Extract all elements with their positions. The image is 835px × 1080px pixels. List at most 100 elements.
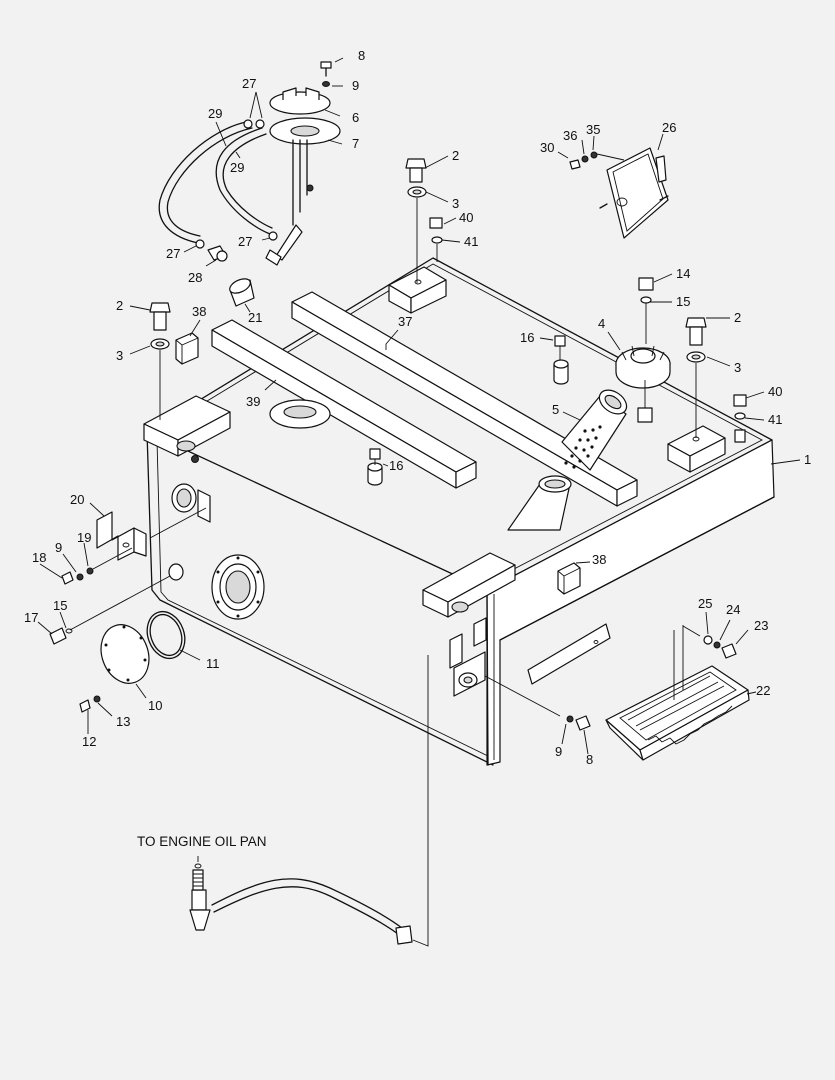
callout-23: 23: [754, 618, 768, 633]
callout-19: 19: [77, 530, 91, 545]
callout-15: 15: [53, 598, 67, 613]
callout-28: 28: [188, 270, 202, 285]
callout-39: 39: [246, 394, 260, 409]
mount-block-top: [388, 266, 447, 314]
bolt-2-right: [685, 317, 707, 438]
sender-screw-8-top: [320, 61, 332, 87]
baffle-37: [291, 291, 638, 507]
callout-3: 3: [116, 348, 123, 363]
filler-neck-tube: [507, 475, 572, 531]
callout-14: 14: [676, 266, 690, 281]
access-cover-26: [599, 147, 669, 239]
callout-29: 29: [208, 106, 222, 121]
filler-neck-5: [561, 389, 628, 471]
bolt-14: [638, 277, 654, 344]
tray-rail: [527, 623, 611, 685]
callout-2: 2: [734, 310, 741, 325]
baffle-39: [211, 319, 477, 489]
fasteners-30-35-36: [569, 151, 625, 170]
spacer-16-a: [553, 359, 569, 385]
callout-labels: 8 9 27 6 7 29 29 2 3 40 41 27 27 28 21 3…: [24, 48, 811, 767]
mount-block-front: [422, 552, 516, 618]
filler-cap-4: [615, 345, 671, 423]
callout-21: 21: [248, 310, 262, 325]
callout-17: 17: [24, 610, 38, 625]
callout-4: 4: [598, 316, 605, 331]
callout-29: 29: [230, 160, 244, 175]
front-bracket-and-fitting: [449, 617, 561, 717]
gasket-11: [146, 610, 186, 660]
callout-7: 7: [352, 136, 359, 151]
front-screw-8-9: [566, 715, 591, 731]
callout-10: 10: [148, 698, 162, 713]
callout-12: 12: [82, 734, 96, 749]
callout-27: 27: [242, 76, 256, 91]
small-fitting-left: [191, 455, 199, 463]
spacer-16-b: [367, 462, 383, 486]
sender-flange-opening: [269, 399, 331, 429]
callout-25: 25: [698, 596, 712, 611]
hose-clamps-27: [195, 119, 278, 249]
callout-9: 9: [352, 78, 359, 93]
callout-3: 3: [734, 360, 741, 375]
callout-40: 40: [768, 384, 782, 399]
bolt-16-a: [554, 335, 566, 360]
bolt-2-left: [149, 302, 171, 420]
callout-41: 41: [768, 412, 782, 427]
callout-6: 6: [352, 110, 359, 125]
mount-block-right: [667, 425, 726, 473]
callout-20: 20: [70, 492, 84, 507]
callout-13: 13: [116, 714, 130, 729]
screws-12-13: [79, 695, 101, 713]
callout-38: 38: [192, 304, 206, 319]
rubber-pad-38-top: [175, 332, 199, 365]
bolt-40-top: [429, 217, 443, 262]
bolt-16-b: [369, 448, 381, 465]
callout-30: 30: [540, 140, 554, 155]
callout-38: 38: [592, 552, 606, 567]
bracket-20: [96, 511, 147, 561]
callout-27: 27: [238, 234, 252, 249]
callout-37: 37: [398, 314, 412, 329]
callout-36: 36: [563, 128, 577, 143]
hose-29-right: [215, 127, 273, 235]
callout-35: 35: [586, 122, 600, 137]
callout-22: 22: [756, 683, 770, 698]
tank-body: [146, 257, 775, 766]
callout-41: 41: [464, 234, 478, 249]
tray-fasteners-23-24-25: [682, 625, 737, 659]
callout-18: 18: [32, 550, 46, 565]
callout-8: 8: [586, 752, 593, 767]
fuel-sender-unit: [229, 87, 341, 307]
hose-29-left: [158, 121, 253, 244]
callout-9: 9: [555, 744, 562, 759]
oil-line-caption: TO ENGINE OIL PAN: [137, 834, 267, 849]
callout-2: 2: [116, 298, 123, 313]
callout-27: 27: [166, 246, 180, 261]
oil-tray-22: [605, 625, 750, 761]
callout-11: 11: [206, 656, 220, 671]
rubber-pad-38-side: [557, 562, 581, 595]
callout-9: 9: [55, 540, 62, 555]
callout-15: 15: [676, 294, 690, 309]
bolt-40-right: [733, 394, 747, 443]
oil-line: [189, 655, 429, 947]
fitting-28: [207, 245, 228, 262]
callout-2: 2: [452, 148, 459, 163]
callout-1: 1: [804, 452, 811, 467]
callout-24: 24: [726, 602, 740, 617]
callout-5: 5: [552, 402, 559, 417]
cover-plate-10: [100, 624, 150, 684]
callout-26: 26: [662, 120, 676, 135]
drain-plug-boss: [69, 563, 184, 631]
mount-block-left: [143, 395, 231, 457]
callout-3: 3: [452, 196, 459, 211]
leader-lines: [37, 57, 801, 755]
bolt-2-top: [405, 158, 427, 283]
inspection-port-flange: [211, 554, 265, 620]
callout-40: 40: [459, 210, 473, 225]
left-port-upper: [149, 483, 211, 539]
bracket-bolts-17-18-19: [49, 547, 133, 645]
